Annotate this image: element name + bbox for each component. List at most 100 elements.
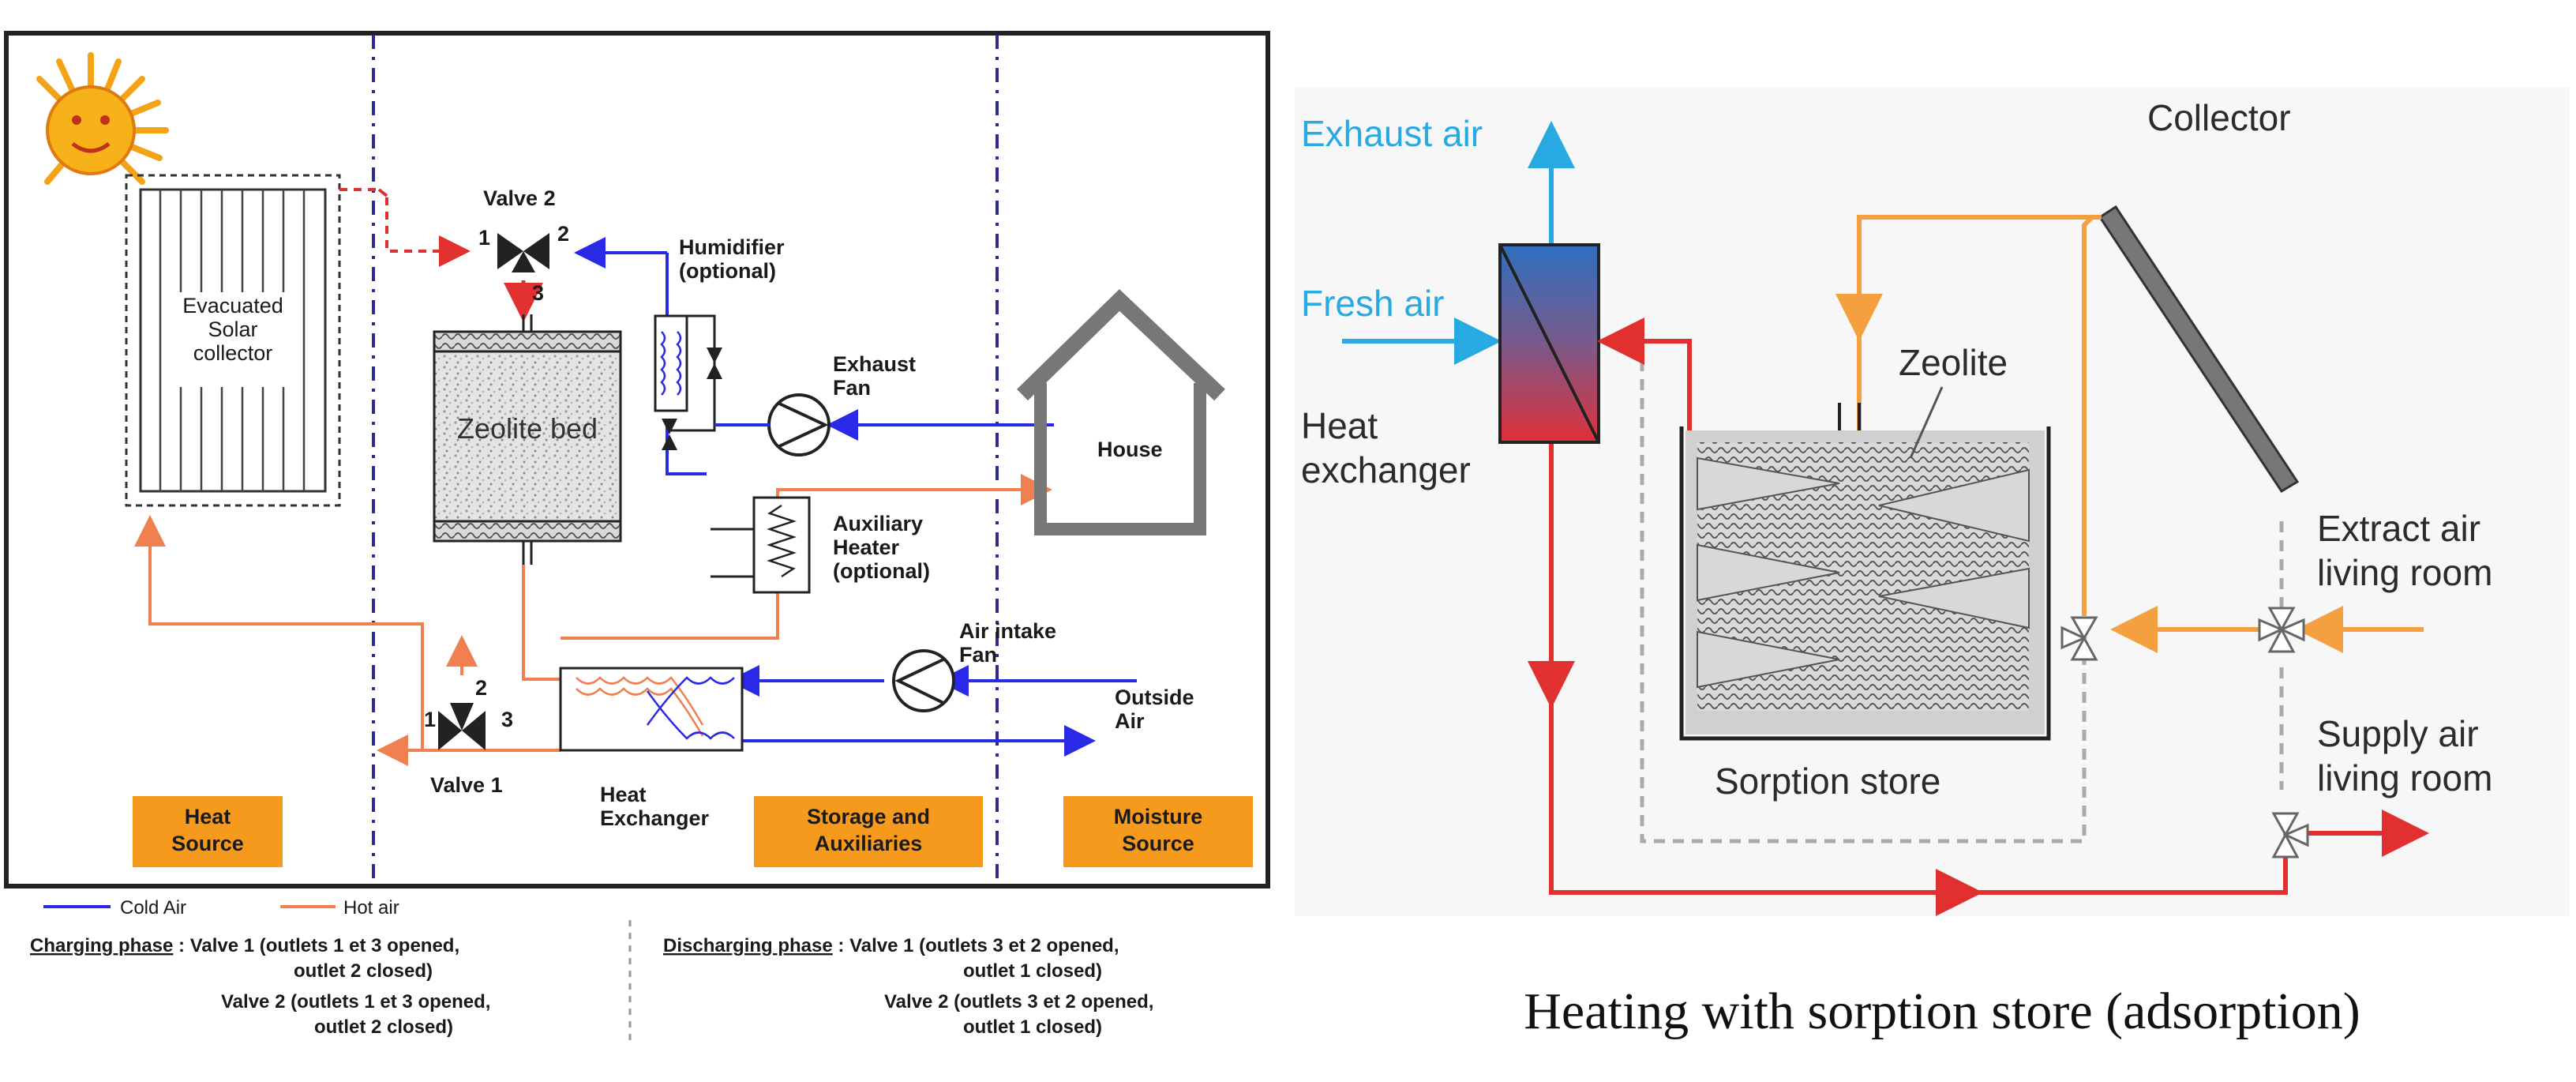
valve-1-port-3: 3 xyxy=(501,708,513,731)
valve-2-port-3: 3 xyxy=(532,281,544,305)
aux-heater-label-text-line2: Heater xyxy=(833,535,900,559)
heat-source-label-text-line2: Source xyxy=(171,832,244,855)
zeolite-pointer xyxy=(1909,386,1944,459)
auxiliary-heater-icon xyxy=(711,496,811,594)
air-intake-fan-icon xyxy=(892,649,955,712)
valve-2-icon xyxy=(497,233,549,272)
right-caption: Heating with sorption store (adsorption) xyxy=(1524,982,2360,1040)
legend-cold-label: Cold Air xyxy=(120,897,186,919)
storage-aux-label-text: Storage and xyxy=(807,805,930,828)
zeolite-bed xyxy=(433,314,622,565)
right-collector xyxy=(2098,205,2300,494)
sorption-store-label: Sorption store xyxy=(1715,761,1940,802)
extract-air-label-text-line2: living room xyxy=(2317,552,2492,593)
charging-line3: Valve 2 (outlets 1 et 3 opened, xyxy=(221,991,490,1012)
valve-1-port-2: 2 xyxy=(475,676,487,700)
left-heat-exchanger-label-text: Heat xyxy=(600,783,647,806)
humidifier-label: Humidifier(optional) xyxy=(679,235,785,283)
valve-2-port-2: 2 xyxy=(557,222,569,246)
charging-line1: : Valve 1 (outlets 1 et 3 opened, xyxy=(173,935,459,956)
valve-1-label: Valve 1 xyxy=(430,773,503,797)
exhaust-fan-icon xyxy=(767,393,831,456)
aux-heater-label-text-line3: (optional) xyxy=(833,559,930,583)
hot-air-lines xyxy=(134,188,1052,766)
collector-label-text-line3: collector xyxy=(193,341,273,365)
valve-supply-icon xyxy=(2271,812,2309,858)
heat-source-label-text: Heat xyxy=(185,805,231,828)
storage-aux-label-text-line2: Auxiliaries xyxy=(815,832,923,855)
discharging-line1: : Valve 1 (outlets 3 et 2 opened, xyxy=(833,935,1119,956)
exhaust-fan-label-text-line2: Fan xyxy=(833,376,871,400)
right-collector-label: Collector xyxy=(2147,97,2291,138)
discharging-phase-text: Discharging phase : Valve 1 (outlets 3 e… xyxy=(663,935,1119,956)
right-heat-exchanger-label-text: Heat xyxy=(1301,405,1378,446)
collector-label-text: Evacuated xyxy=(182,294,283,317)
left-heat-exchanger-label-text-line2: Exchanger xyxy=(600,806,710,830)
house-label: House xyxy=(1097,438,1163,461)
aux-heater-label-text: Auxiliary xyxy=(833,512,923,535)
air-intake-fan-label-text: Air intake xyxy=(959,619,1056,643)
humidifier-label-text-line2: (optional) xyxy=(679,259,776,283)
valve-orange-icon xyxy=(2060,616,2098,661)
fresh-air-label: Fresh air xyxy=(1301,283,1444,324)
zeolite-bed-label: Zeolite bed xyxy=(457,412,598,445)
charging-line4: outlet 2 closed) xyxy=(314,1016,453,1038)
discharging-title: Discharging phase xyxy=(663,935,833,956)
discharging-line2: outlet 1 closed) xyxy=(963,960,1102,982)
legend: Cold Air Hot air xyxy=(43,897,399,919)
cold-air-lines xyxy=(574,237,1137,757)
outside-air-label-text-line2: Air xyxy=(1115,709,1145,733)
valve-2-label: Valve 2 xyxy=(483,186,556,210)
right-heat-exchanger xyxy=(1498,243,1600,444)
moisture-source-label-text: Moisture xyxy=(1114,805,1203,828)
air-intake-fan-label-text-line2: Fan xyxy=(959,643,997,667)
house-icon xyxy=(1017,289,1225,535)
charging-title: Charging phase xyxy=(30,935,173,956)
exhaust-fan-label-text: Exhaust xyxy=(833,352,916,376)
valve-extract-icon xyxy=(2258,607,2305,653)
left-heat-exchanger xyxy=(559,667,744,752)
charging-line2: outlet 2 closed) xyxy=(294,960,433,982)
valve-2-port-1: 1 xyxy=(478,226,490,250)
supply-air-label-text-line2: living room xyxy=(2317,757,2492,798)
sorption-store xyxy=(1679,403,2051,741)
extract-air-label-text: Extract air xyxy=(2317,508,2480,549)
discharging-phase-note: Discharging phase : Valve 1 (outlets 3 e… xyxy=(663,935,1153,1038)
exhaust-air-label: Exhaust air xyxy=(1301,113,1483,154)
zeolite-label: Zeolite xyxy=(1899,342,2008,383)
valve-1-port-1: 1 xyxy=(424,708,436,731)
right-heat-exchanger-label-text-line2: exchanger xyxy=(1301,449,1471,490)
discharging-line3: Valve 2 (outlets 3 et 2 opened, xyxy=(884,991,1153,1012)
extract-dashed-lines xyxy=(1640,341,2284,843)
charging-phase-note: Charging phase : Valve 1 (outlets 1 et 3… xyxy=(30,935,490,1038)
outside-air-label-text: Outside xyxy=(1115,686,1194,709)
legend-hot-label: Hot air xyxy=(343,897,399,919)
valve-1-icon xyxy=(438,703,486,750)
collector-label-text-line2: Solar xyxy=(208,317,257,341)
sun-icon xyxy=(36,52,169,185)
humidifier-icon xyxy=(654,314,722,450)
humidifier-label-text: Humidifier xyxy=(679,235,785,259)
moisture-source-label-text-line2: Source xyxy=(1122,832,1194,855)
discharging-line4: outlet 1 closed) xyxy=(963,1016,1102,1038)
charging-phase-text: Charging phase : Valve 1 (outlets 1 et 3… xyxy=(30,935,459,956)
